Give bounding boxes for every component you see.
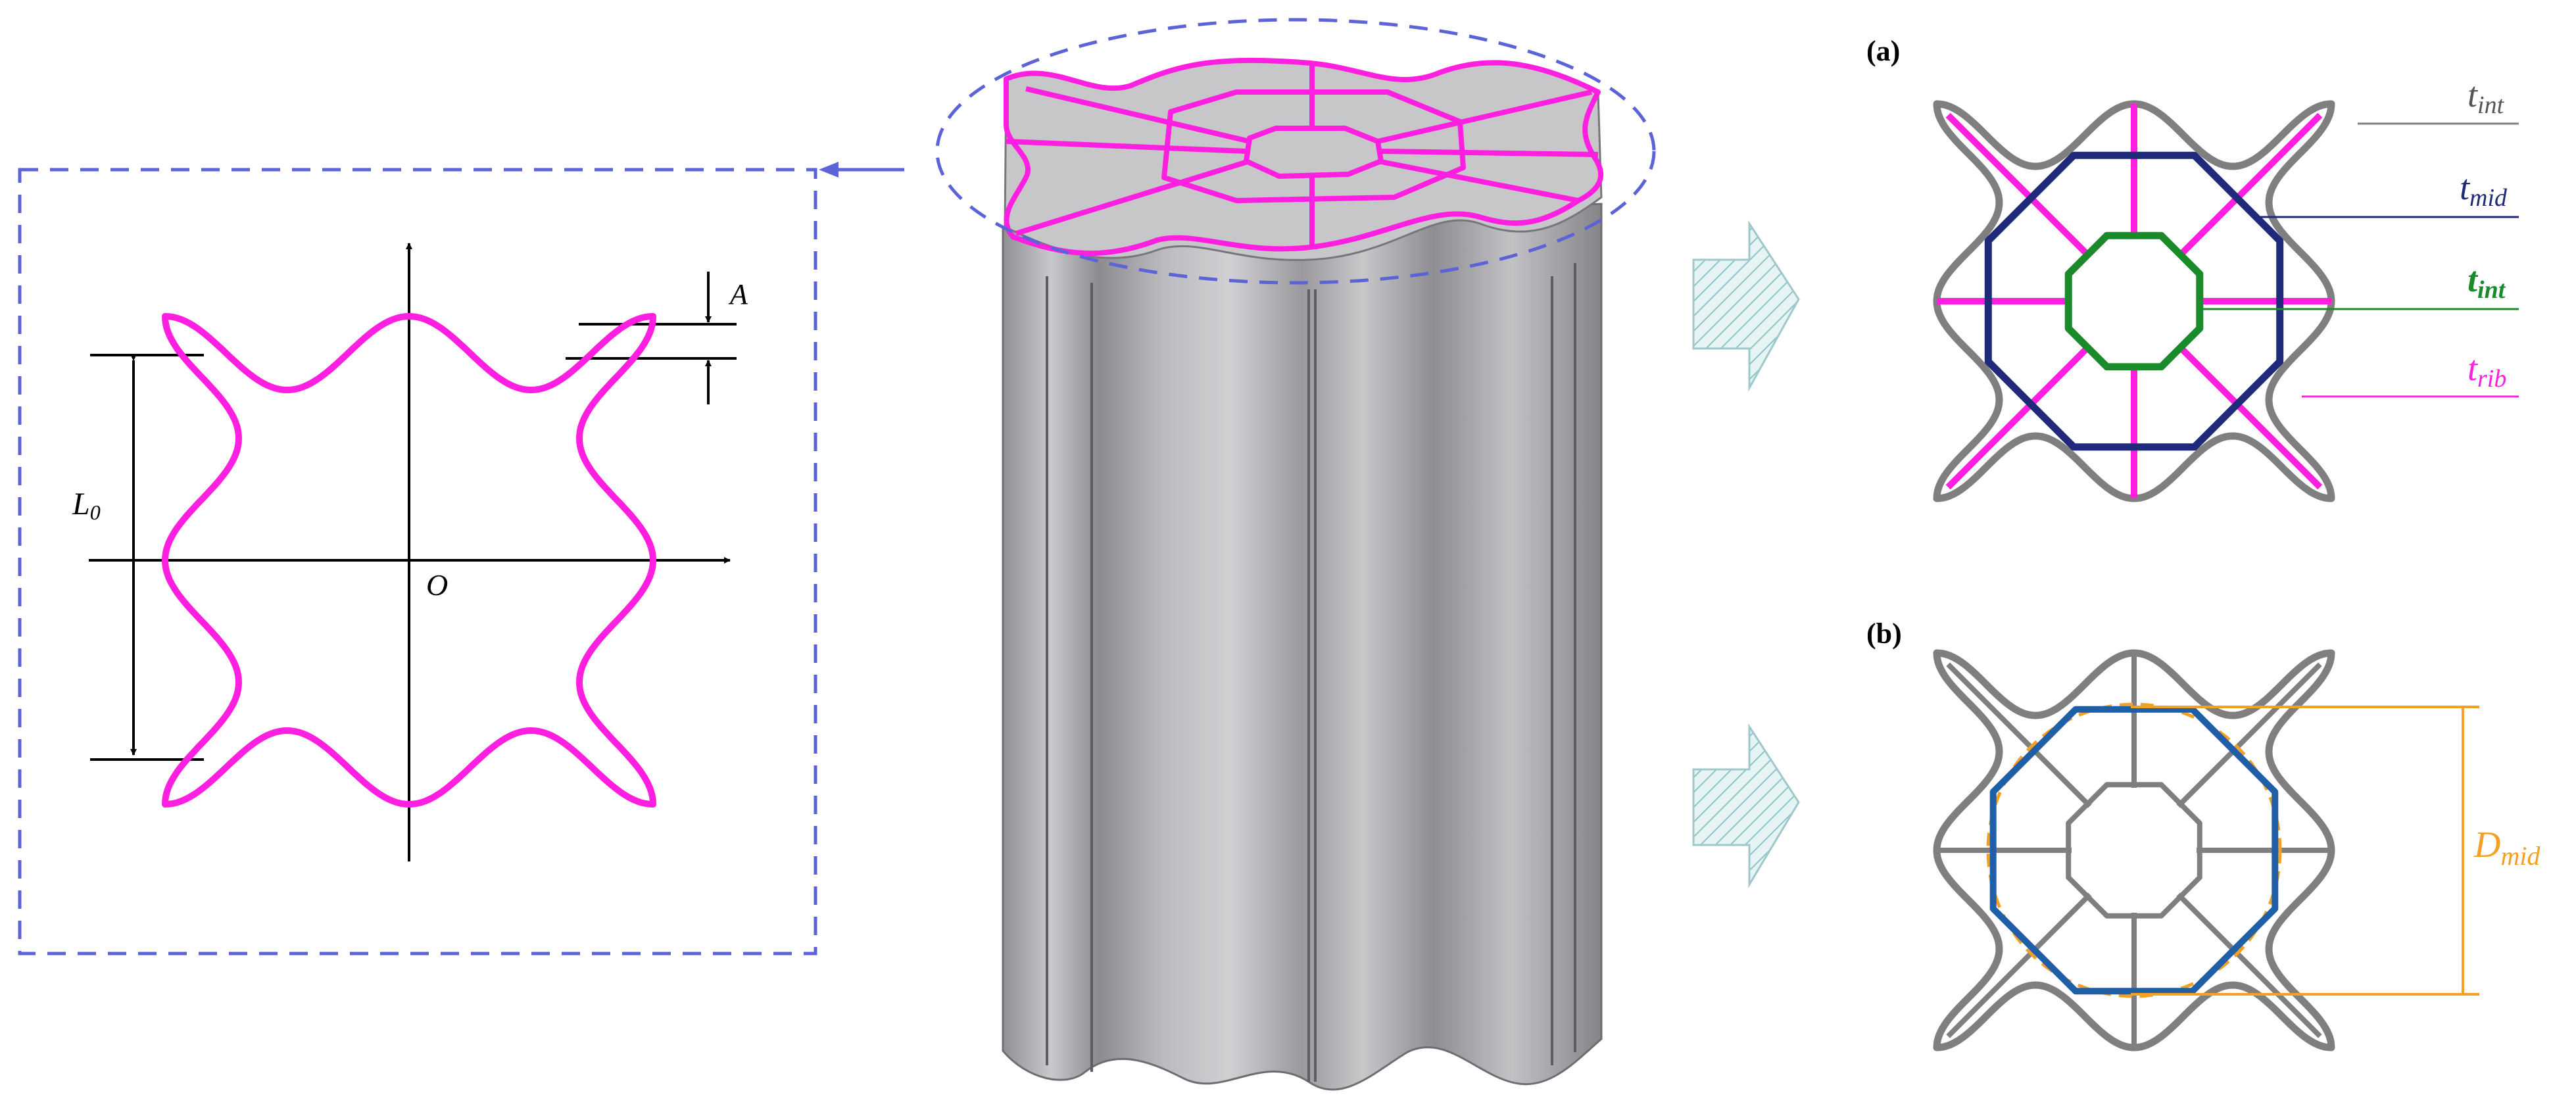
panel-b-ribs	[1937, 653, 2331, 1048]
label-t-int-inner: tint	[2467, 260, 2506, 304]
panel-a-ribs	[1937, 104, 2331, 498]
label-length-sub: 0	[90, 500, 101, 524]
label-d-mid: Dmid	[2473, 825, 2540, 871]
tube-top-mid-octagon	[1161, 89, 1466, 203]
panel-b-int-octagon	[2066, 782, 2202, 919]
cross-section-panel: A L0 O	[18, 168, 817, 955]
label-length: L0	[72, 487, 101, 524]
rib-line	[2175, 112, 2323, 260]
panel-a-outer-profile	[1933, 100, 2335, 502]
panel-b-mid-octagon	[1989, 706, 2279, 995]
tube-top-rib	[1377, 158, 1579, 203]
callout-arrowhead	[819, 162, 838, 178]
arrow-to-panel-a	[1692, 220, 1800, 392]
panel-a-mid-octagon	[1984, 151, 2284, 451]
rib-line	[1946, 662, 2092, 808]
tube-top-rib	[1015, 158, 1251, 236]
panel-b-outer-profile	[1933, 649, 2335, 1052]
panel-b-tag: (b)	[1866, 617, 1902, 650]
arrow-to-panel-b	[1692, 723, 1800, 888]
label-amplitude: A	[728, 278, 748, 310]
rib-line	[2176, 662, 2322, 808]
panel-a: (a) tint tmid tint trib	[1866, 35, 2519, 502]
panel-b-mid-circle	[1986, 702, 2282, 998]
wavy-profile	[162, 313, 656, 808]
rib-line	[1946, 892, 2092, 1038]
rib-line	[1945, 343, 2093, 490]
panel-a-tag: (a)	[1866, 35, 1900, 67]
rib-line	[1945, 112, 2093, 260]
panel-a-int-octagon	[2064, 231, 2204, 371]
rib-line	[2175, 343, 2323, 490]
panel-b: (b) Dmid	[1866, 617, 2540, 1052]
tube-3d-model	[935, 18, 1656, 1091]
label-origin: O	[426, 568, 448, 602]
tube-top-rib	[1006, 139, 1247, 154]
label-t-rib: trib	[2467, 349, 2506, 393]
label-t-int-outer: tint	[2467, 75, 2505, 119]
section-highlight-ellipse	[935, 18, 1656, 285]
tube-top-rib	[1380, 149, 1599, 157]
tube-top-rib	[1025, 86, 1250, 144]
label-t-mid: tmid	[2460, 168, 2508, 212]
panel-dashed-frame	[18, 168, 817, 955]
rib-line	[2176, 892, 2322, 1038]
tube-top-rib	[1377, 89, 1592, 144]
